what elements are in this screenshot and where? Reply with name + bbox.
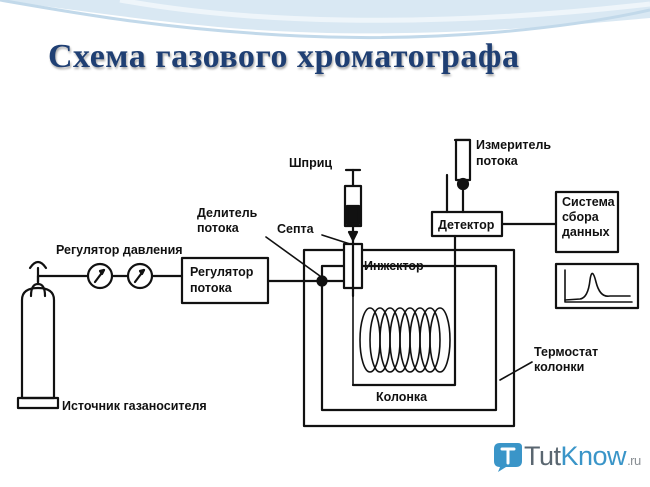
data-system-label-3: данных — [562, 225, 610, 239]
brand-logo: TutKnow.ru — [490, 438, 641, 474]
brand-name-part1: Tut — [524, 440, 561, 471]
data-system-label-1: Система — [562, 195, 616, 209]
carrier-gas-source-label: Источник газаносителя — [62, 399, 207, 413]
septum-label: Септа — [277, 222, 315, 236]
brand-icon — [494, 443, 522, 472]
header-swoosh — [0, 0, 650, 40]
flow-meter-label-1: Измеритель — [476, 138, 551, 152]
brand-name: TutKnow.ru — [524, 441, 641, 472]
splitter-label-1: Делитель — [197, 206, 258, 220]
brand-name-part2: Know — [560, 440, 627, 471]
data-system-label-2: сбора — [562, 210, 600, 224]
flow-meter — [445, 138, 472, 214]
thermostat-oven — [302, 248, 516, 428]
chromatogram-plot — [554, 262, 640, 310]
pressure-gauge-1 — [86, 262, 114, 290]
pressure-regulator-label: Регулятор давления — [56, 243, 183, 257]
injector-label: Инжектор — [364, 259, 424, 273]
flow-meter-label-2: потока — [476, 154, 519, 168]
detector-label: Детектор — [438, 218, 495, 232]
syringe-label: Шприц — [289, 156, 332, 170]
thermostat-label-2: колонки — [534, 360, 584, 374]
page-title: Схема газового хроматографа — [48, 38, 520, 75]
brand-domain: .ru — [627, 452, 641, 468]
injector — [342, 230, 364, 298]
flow-regulator-label-1: Регулятор — [190, 265, 254, 279]
thermostat-label-1: Термостат — [534, 345, 598, 359]
column-label: Колонка — [376, 390, 428, 404]
data-system-box — [554, 190, 620, 254]
pressure-gauge-2 — [126, 262, 154, 290]
column-coil — [351, 234, 457, 387]
splitter-label-2: потока — [197, 221, 240, 235]
syringe — [343, 168, 363, 242]
flow-regulator-label-2: потока — [190, 281, 233, 295]
